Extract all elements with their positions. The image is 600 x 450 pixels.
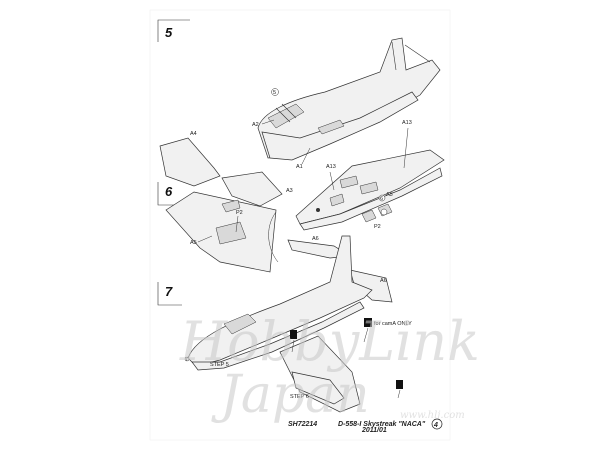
note-step6: STEP 6 [290, 394, 309, 400]
glue-icon [271, 88, 279, 96]
antenna-icon [364, 318, 372, 327]
part-label-a3: A3 [286, 188, 293, 194]
watermark-line2: Japan [211, 365, 370, 425]
footer-code: SH72214 [288, 421, 317, 428]
step-6-number: 6 [165, 184, 173, 199]
footer-title: D-558-I Skystreak "NACA" [338, 421, 426, 428]
glue-label-6: 6 [380, 196, 383, 202]
part-label-p2-left: P2 [236, 210, 243, 216]
footer-page-number: 4 [433, 422, 438, 429]
watermark: HobbyLink Japan www.hlj.com [179, 310, 480, 425]
page-number-circle [431, 418, 443, 430]
step-7-frame: 7 [157, 282, 182, 306]
glue-label-7: 7 [185, 357, 188, 363]
part-label-a1: A1 [296, 164, 303, 170]
glue-icon [378, 194, 386, 202]
glue-icon [380, 208, 388, 216]
part-label-a13-mid: A13 [326, 164, 336, 170]
part-label-a13-right: A13 [402, 120, 412, 126]
footer-date: 2011/01 [361, 427, 387, 434]
note-step5: STEP 5 [210, 362, 229, 368]
pitot-tube-icon [290, 330, 297, 339]
step-7-number: 7 [165, 284, 173, 299]
part-label-a6-right: A6 [380, 278, 387, 284]
final-aircraft-assembly: A6 A6 for camA ONLY STEP 5 STEP 6 7 [184, 235, 412, 413]
wing-assembly: 6 A13 A13 A5 P2 [295, 120, 445, 231]
step-5-number: 5 [165, 25, 173, 40]
part-label-a4: A4 [190, 131, 197, 137]
part-label-a6-top: A6 [312, 236, 319, 242]
part-label-a5-wing: A5 [386, 192, 393, 198]
drop-tank-icon [396, 380, 403, 389]
horizontal-stabilizer-assembly: A4 A3 P2 A5 [159, 131, 293, 273]
glue-icon [184, 356, 190, 362]
step-5-frame: 5 [157, 19, 190, 42]
footer: 2011/01 SH72214 D-558-I Skystreak "NACA"… [288, 418, 443, 434]
part-label-a5-left: A5 [190, 240, 197, 246]
note-for-camo-only: for camA ONLY [374, 321, 412, 327]
part-label-p2-right: P2 [374, 224, 381, 230]
glue-label-5: 5 [273, 90, 276, 96]
fuselage-assembly: 5 A2 A1 [252, 37, 441, 170]
watermark-line1: HobbyLink [179, 310, 480, 373]
watermark-url: www.hlj.com [400, 410, 465, 421]
part-label-a2: A2 [252, 122, 259, 128]
